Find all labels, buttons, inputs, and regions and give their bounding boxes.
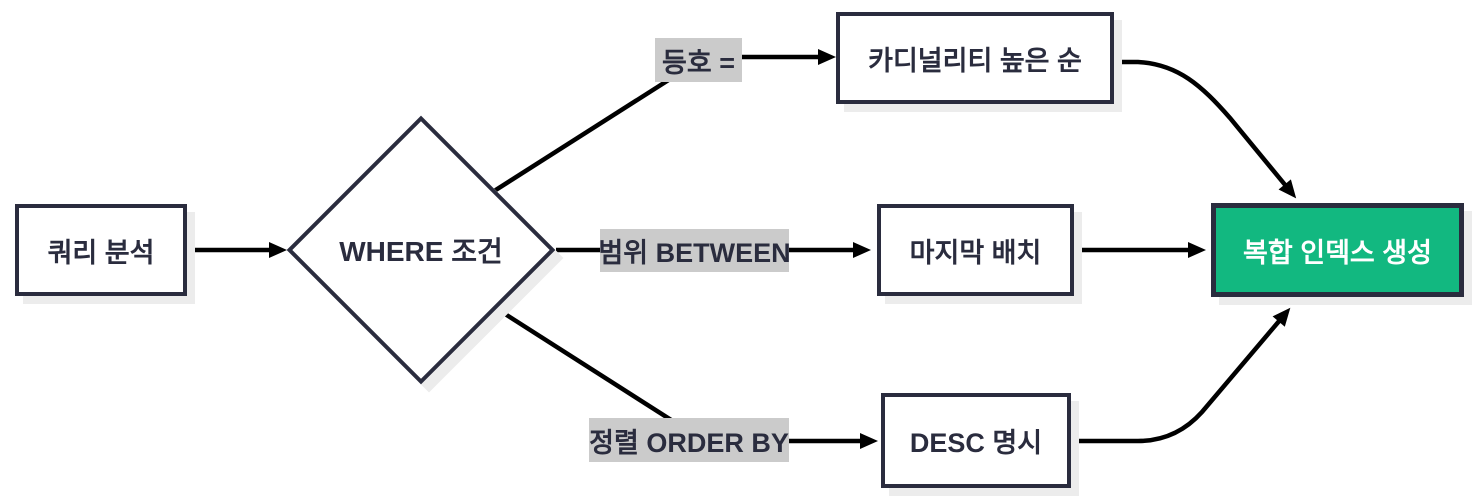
node-desc-specified-label: DESC 명시 [909,428,1043,458]
edge-label-equality: 등호 = [655,38,742,82]
node-last-placement-label: 마지막 배치 [909,237,1042,268]
edge-cardinality-to-goal [1113,59,1297,199]
node-where-decision [286,115,556,385]
edge-label-order-by: 정렬 ORDER BY [589,418,789,462]
edge-desc-to-goal [1070,307,1291,444]
node-cardinality-order-label: 카디널리티 높은 순 [868,45,1082,76]
node-query-analysis-label: 쿼리 분석 [47,237,155,268]
edge-decision-to-order-label [478,296,692,434]
node-last-placement: 마지막 배치 [877,204,1074,296]
diamond-shape [286,115,556,385]
node-create-composite-index-label: 복합 인덱스 생성 [1243,237,1432,268]
edge-decision-to-equality-label [478,58,702,202]
edge-label-range-between: 범위 BETWEEN [598,229,791,272]
node-desc-specified: DESC 명시 [881,393,1071,488]
node-cardinality-order: 카디널리티 높은 순 [836,12,1114,104]
node-query-analysis: 쿼리 분석 [15,204,187,296]
node-create-composite-index: 복합 인덱스 생성 [1211,203,1464,297]
